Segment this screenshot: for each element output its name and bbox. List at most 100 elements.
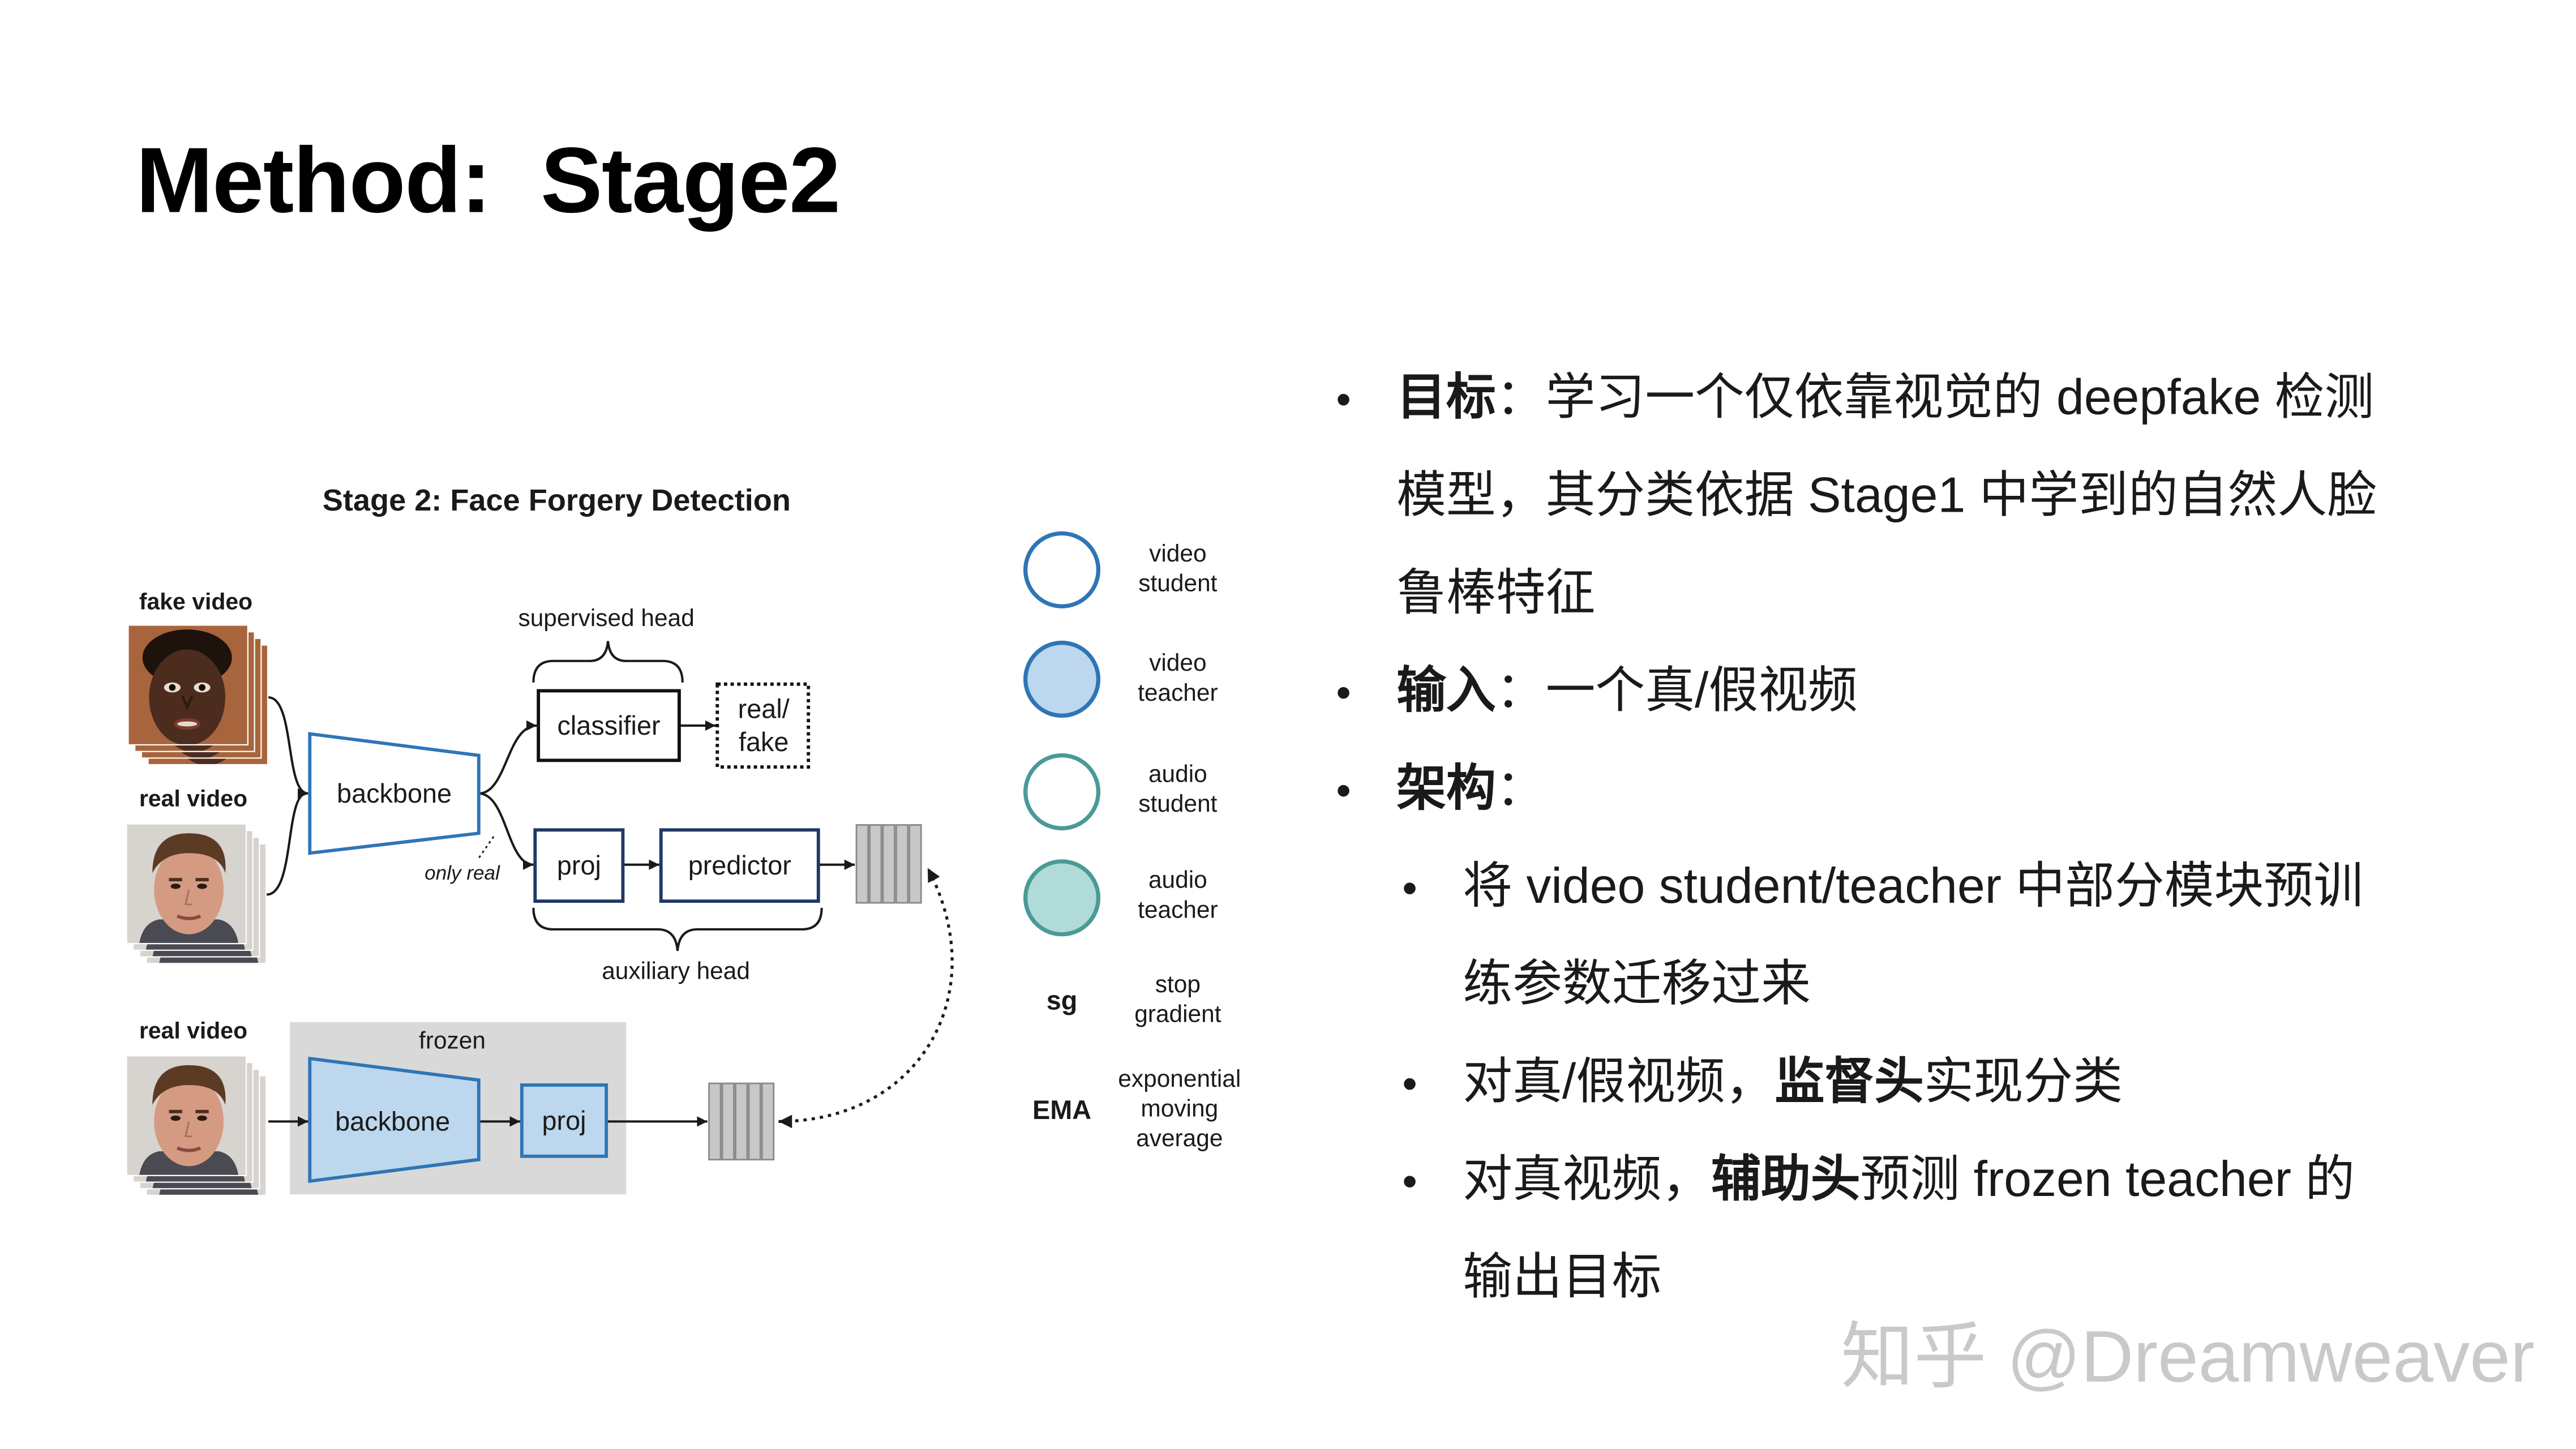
token (748, 1082, 761, 1161)
bullet-separator: ： (1495, 762, 1546, 817)
bullet-label: 架构 (1396, 762, 1496, 817)
bullet-line: 将 video student/teacher 中部分模块预训 (1463, 859, 2364, 915)
bullet-line: 输出目标 (1463, 1250, 1662, 1306)
sub-bullet-marker (1396, 838, 1423, 938)
target-token-stack (708, 1082, 775, 1161)
ema-abbr: EMA (1032, 1095, 1091, 1125)
classifier-label: classifier (558, 711, 661, 740)
bullet-text: 一个真/假视频 (1545, 664, 1858, 719)
bullet-text: 学习一个仅依靠视觉的 deepfake 检测 (1545, 371, 2374, 426)
legend-label: average (1136, 1125, 1223, 1151)
supervised-head-brace (532, 641, 684, 683)
bullet-list: 目标：学习一个仅依靠视觉的 deepfake 检测 模型，其分类依据 Stage… (1325, 350, 2377, 1327)
token (761, 1082, 775, 1161)
legend-label: stop (1155, 971, 1201, 997)
token (708, 1082, 722, 1161)
predictor-block (659, 828, 820, 903)
output-label-line1: real/ (738, 695, 790, 724)
legend-label: video (1149, 649, 1206, 676)
fake-video-frames (127, 624, 268, 765)
sub-bullet-marker (1396, 1131, 1423, 1231)
bullet-goal: 目标：学习一个仅依靠视觉的 deepfake 检测 模型，其分类依据 Stage… (1325, 350, 2377, 643)
backbone-label: backbone (337, 779, 452, 808)
legend-label: video (1149, 540, 1206, 567)
legend-label: audio (1148, 867, 1207, 893)
bullet-line: 模型，其分类依据 Stage1 中学到的自然人脸 (1396, 469, 2377, 524)
predicted-token-stack (855, 824, 922, 904)
fake-to-backbone-arrow (268, 696, 308, 799)
bullet-marker (1330, 740, 1357, 840)
legend-label: exponential (1118, 1065, 1241, 1092)
bullet-separator: ： (1495, 371, 1546, 426)
watermark: 知乎 @Dreamweaver (1841, 1317, 2535, 1399)
bullet-label: 输入 (1396, 664, 1496, 719)
token (908, 824, 922, 904)
proj-block (533, 828, 625, 903)
bullet-text: 实现分类 (1923, 1055, 2123, 1110)
sub-bullet-auxiliary-head: 对真视频，辅助头预测 frozen teacher 的 输出目标 (1325, 1131, 2377, 1327)
video-student-circle-icon (1023, 531, 1101, 608)
bullet-marker (1330, 350, 1357, 449)
sub-bullet-transfer: 将 video student/teacher 中部分模块预训 练参数迁移过来 (1325, 838, 2377, 1034)
output-block (715, 682, 811, 769)
backbone-to-classifier-arrow (478, 720, 537, 795)
bullet-line: 目标：学习一个仅依靠视觉的 deepfake 检测 (1396, 350, 2377, 448)
token (855, 824, 869, 904)
legend: video student video teacher audio studen… (1023, 531, 1241, 1151)
fake-video-label: fake video (139, 588, 252, 614)
bullet-line: 输入：一个真/假视频 (1396, 643, 2377, 741)
token (721, 1082, 735, 1161)
bullet-line: 鲁棒特征 (1396, 566, 1596, 621)
audio-teacher-circle-icon (1023, 859, 1101, 937)
proj-label: proj (557, 851, 601, 880)
bullet-line: 练参数迁移过来 (1463, 957, 1811, 1013)
bullet-marker (1330, 643, 1357, 743)
frozen-proj-block (520, 1083, 608, 1158)
bullet-input: 输入：一个真/假视频 (1325, 643, 2377, 741)
diagram-title: Stage 2: Face Forgery Detection (323, 483, 791, 517)
token (734, 1082, 748, 1161)
prediction-target-arrow (778, 867, 954, 1129)
only-real-label: only real (425, 862, 500, 884)
frozen-real-video-frames (126, 1055, 267, 1196)
supervised-head-label: supervised head (518, 605, 695, 631)
bullet-separator: ： (1495, 664, 1546, 719)
legend-label: audio (1148, 760, 1207, 787)
classifier-block (537, 689, 681, 762)
frozen-proj-label: proj (542, 1106, 586, 1135)
output-label-line2: fake (739, 727, 788, 757)
bullet-text: 对真视频， (1463, 1152, 1712, 1208)
video-frame (126, 1055, 247, 1176)
legend-label: teacher (1138, 896, 1218, 923)
frozen-backbone-block (308, 1056, 481, 1184)
backbone-to-proj-arrow (478, 792, 534, 870)
legend-label: moving (1141, 1095, 1218, 1121)
real-to-backbone-arrow (266, 792, 307, 896)
video-teacher-circle-icon (1023, 640, 1101, 718)
bullet-architecture: 架构： (1325, 740, 2377, 838)
bullet-emphasis: 辅助头 (1711, 1152, 1861, 1208)
real-video-frames (126, 824, 267, 964)
token (882, 824, 895, 904)
bullet-line: 架构： (1396, 740, 2377, 838)
auxiliary-head-brace (532, 907, 823, 951)
predictor-label: predictor (688, 851, 791, 880)
bullet-text: 对真/假视频， (1463, 1055, 1775, 1110)
bullet-label: 目标 (1396, 371, 1496, 426)
real-video-label: real video (139, 786, 247, 812)
legend-label: teacher (1138, 679, 1218, 706)
only-real-pointer (478, 836, 495, 859)
frozen-real-video-label: real video (139, 1017, 247, 1043)
sub-bullet-marker (1396, 1034, 1423, 1133)
video-frame (127, 624, 248, 745)
bullet-text: 预测 frozen teacher 的 (1860, 1152, 2355, 1208)
frozen-backbone-label: backbone (335, 1107, 450, 1136)
bullet-line: 对真/假视频，监督头实现分类 (1463, 1034, 2377, 1131)
backbone-block (308, 732, 481, 855)
legend-label: student (1138, 570, 1217, 597)
auxiliary-head-label: auxiliary head (602, 958, 750, 984)
bullet-line: 对真视频，辅助头预测 frozen teacher 的 (1463, 1131, 2377, 1229)
audio-student-circle-icon (1023, 753, 1101, 831)
slide-title: Method: Stage2 (135, 127, 841, 232)
